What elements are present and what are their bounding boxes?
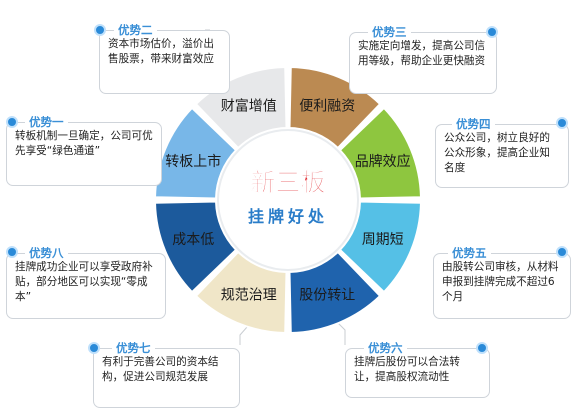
advantage-card-8: 优势八 挂牌成功企业可以享受政府补贴，部分地区可以实现“零成本” — [6, 245, 166, 319]
card-6-marker-dot — [476, 342, 488, 354]
card-3-marker-dot — [486, 26, 498, 38]
wheel-segment-4 — [288, 250, 382, 334]
center-title: 新三板 — [250, 168, 325, 197]
advantage-title-2: 优势二 — [114, 22, 157, 38]
advantage-title-5: 优势五 — [448, 245, 491, 261]
advantage-card-6: 优势六 挂牌后股份可以合法转让，提高股权流动性 — [345, 340, 490, 398]
advantage-title-6: 优势六 — [364, 340, 407, 356]
card-7-marker-dot — [88, 342, 100, 354]
card-4-marker-dot — [556, 117, 568, 129]
advantage-card-7: 优势七 有利于完善公司的资本结构，促进公司规范发展 — [93, 340, 240, 408]
advantage-card-1: 优势一 转板机制一旦确定，公司可优先享受“绿色通道” — [6, 114, 162, 186]
advantage-title-1: 优势一 — [25, 114, 68, 130]
wheel-segment-label-1: 便利融资 — [299, 98, 355, 114]
card-2-marker-dot — [94, 24, 106, 36]
wheel-segment-label-4: 股份转让 — [299, 288, 355, 304]
advantage-text-4: 公众公司，树立良好的公众形象，提高企业知名度 — [444, 132, 550, 174]
wheel-segment-5 — [194, 250, 288, 334]
advantage-text-5: 由股转公司审核，从材料申报到挂牌完成不超过6个月 — [442, 261, 559, 303]
wheel-segment-label-6: 成本低 — [172, 232, 214, 248]
advantage-text-3: 实施定向增发，提高公司信用等级，帮助企业更快融资 — [358, 40, 486, 67]
wheel-segment-label-7: 转板上市 — [165, 153, 221, 170]
wheel-segment-label-8: 财富增值 — [221, 97, 277, 114]
advantage-text-1: 转板机制一旦确定，公司可优先享受“绿色通道” — [15, 130, 153, 157]
advantage-text-8: 挂牌成功企业可以享受政府补贴，部分地区可以实现“零成本” — [15, 261, 153, 303]
advantage-text-2: 资本市场估价，溢价出售股票，带来财富效应 — [108, 38, 214, 65]
center-disc — [217, 129, 359, 271]
advantage-card-5: 优势五 由股转公司审核，从材料申报到挂牌完成不超过6个月 — [433, 245, 571, 319]
wheel-segment-label-2: 品牌效应 — [355, 153, 411, 170]
card-1-marker-dot — [6, 116, 18, 128]
advantage-title-3: 优势三 — [368, 24, 411, 40]
wheel-segment-6 — [154, 200, 238, 294]
advantage-card-3: 优势三 实施定向增发，提高公司信用等级，帮助企业更快融资 — [349, 24, 497, 94]
wheel-segment-label-3: 周期短 — [362, 232, 404, 248]
wheel-segment-3 — [338, 200, 422, 294]
advantage-text-6: 挂牌后股份可以合法转让，提高股权流动性 — [354, 356, 460, 383]
card-8-marker-dot — [6, 246, 18, 258]
advantage-title-8: 优势八 — [25, 245, 68, 261]
advantage-title-4: 优势四 — [452, 116, 495, 132]
wheel-segment-label-5: 规范治理 — [221, 287, 277, 304]
advantage-title-7: 优势七 — [112, 340, 155, 356]
wheel-segment-2 — [338, 106, 422, 200]
advantage-text-7: 有利于完善公司的资本结构，促进公司规范发展 — [102, 356, 219, 383]
center-subtitle: 挂牌好处 — [248, 207, 328, 226]
advantage-card-4: 优势四 公众公司，树立良好的公众形象，提高企业知名度 — [435, 116, 569, 188]
card-5-marker-dot — [556, 246, 568, 258]
advantage-card-2: 优势二 资本市场估价，溢价出售股票，带来财富效应 — [99, 22, 230, 94]
